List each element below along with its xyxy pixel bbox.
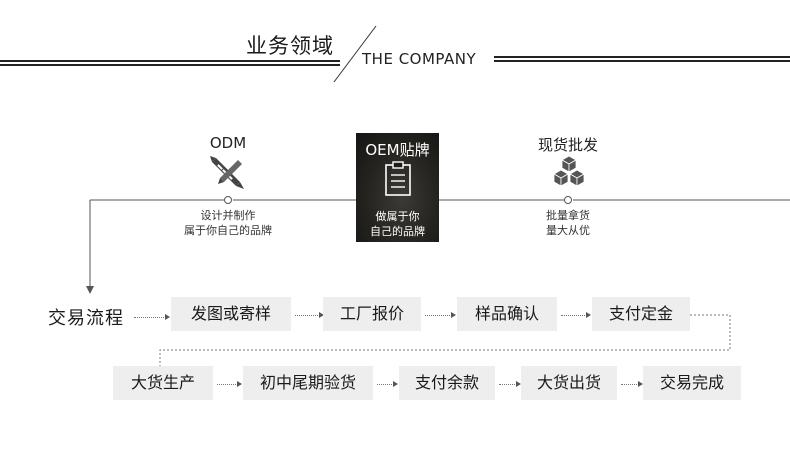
flow-step-inspection: 初中尾期验货: [243, 366, 373, 400]
clipboard-icon: [385, 161, 411, 196]
service-oem-title: OEM贴牌: [365, 141, 430, 159]
service-wholesale-title: 现货批发: [537, 136, 598, 154]
service-wholesale-node: [564, 196, 572, 204]
flow-step-factory-quote: 工厂报价: [323, 297, 421, 331]
trade-flow-label: 交易流程: [48, 308, 124, 329]
flow-step-balance-payment: 支付余款: [399, 366, 495, 400]
pencil-ruler-icon: [210, 156, 244, 189]
service-wholesale-desc-1: 批量拿货: [546, 209, 590, 222]
service-odm-title: ODM: [209, 134, 247, 152]
header-right-rule-bottom: [494, 60, 790, 62]
flow-arrow-7: [621, 381, 643, 387]
flow-step-send-sample: 发图或寄样: [171, 297, 291, 331]
flow-arrow-2: [425, 312, 456, 318]
header-left-rule-top: [0, 60, 340, 62]
stacked-boxes-icon: [553, 155, 585, 187]
service-oem-desc-1: 做属于你: [375, 210, 420, 223]
flow-step-shipment: 大货出货: [521, 366, 617, 400]
header-slash-divider: [333, 25, 377, 83]
services-timeline: [86, 199, 790, 294]
header-right-rule-top: [494, 56, 790, 58]
service-odm-desc-2: 属于你自己的品牌: [184, 224, 272, 237]
service-oem-card: OEM贴牌 做属于你 自己的品牌: [356, 133, 439, 242]
flow-step-sample-confirm: 样品确认: [457, 297, 557, 331]
flow-step-deposit: 支付定金: [592, 297, 690, 331]
service-oem-desc-2: 自己的品牌: [370, 225, 425, 238]
flow-arrow-4: [217, 381, 242, 387]
section-title-en: THE COMPANY: [362, 50, 477, 68]
service-odm-desc-1: 设计并制作: [200, 209, 256, 222]
section-title-cn: 业务领域: [246, 34, 334, 58]
flow-arrow-5: [377, 381, 398, 387]
service-odm-node: [224, 196, 232, 204]
flow-arrow-3: [561, 312, 591, 318]
flow-step-mass-production: 大货生产: [113, 366, 213, 400]
service-wholesale-desc-2: 量大从优: [546, 224, 590, 237]
flow-arrow-6: [499, 381, 521, 387]
flow-step-complete: 交易完成: [643, 366, 741, 400]
flow-arrow-1: [295, 312, 324, 318]
header-left-rule-bottom: [0, 64, 340, 66]
flow-arrow-label: [134, 314, 170, 320]
